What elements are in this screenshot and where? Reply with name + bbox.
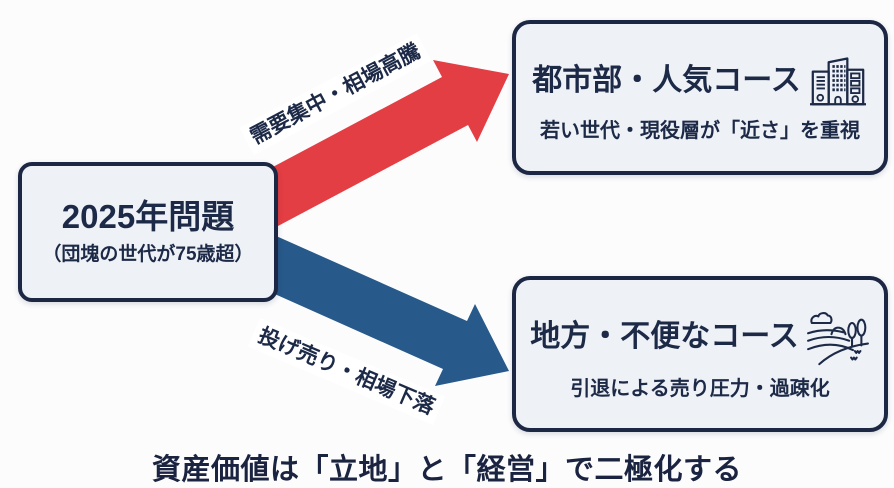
countryside-icon (806, 308, 870, 366)
up-arrow (222, 60, 509, 242)
rural-box-title: 地方・不便なコース (530, 320, 799, 353)
rural-box-subtitle: 引退による売り圧力・過疎化 (570, 377, 830, 400)
caption: 資産価値は「立地」と「経営」で二極化する (151, 454, 742, 486)
urban-box-title: 都市部・人気コース (532, 63, 801, 97)
rural-box: 地方・不便なコース (512, 276, 888, 432)
urban-box-subtitle: 若い世代・現役層が「近さ」を重視 (540, 120, 860, 142)
urban-box: 都市部・人気コース (512, 20, 888, 175)
city-buildings-icon (808, 52, 868, 108)
source-box: 2025年問題 （団塊の世代が75歳超） (18, 162, 278, 302)
urban-box-title-row: 都市部・人気コース (532, 52, 868, 108)
source-box-subtitle: （団塊の世代が75歳超） (42, 244, 254, 266)
rural-box-title-row: 地方・不便なコース (530, 308, 870, 366)
source-box-title: 2025年問題 (61, 197, 235, 235)
down-arrow (223, 223, 509, 386)
